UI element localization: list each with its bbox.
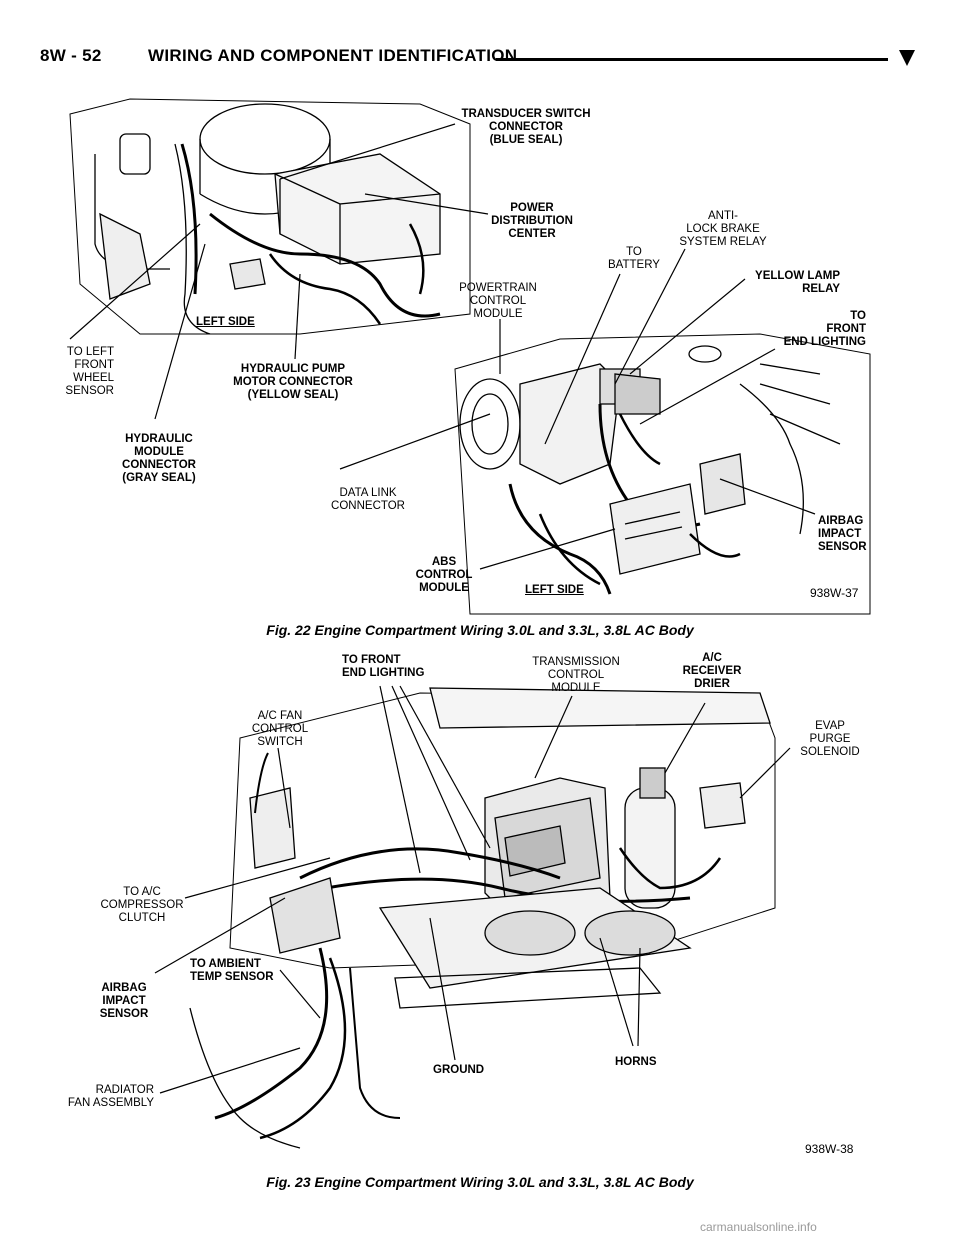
label-ac-fan-control-switch: A/C FAN CONTROL SWITCH [251,710,309,748]
label-left-side-upper: LEFT SIDE [196,316,255,328]
label-transmission-control-module: TRANSMISSION CONTROL MODULE [532,656,620,694]
label-airbag-impact-sensor: AIRBAG IMPACT SENSOR [818,515,867,553]
label-to-left-front-wheel-sensor: TO LEFT FRONT WHEEL SENSOR [65,346,114,397]
label-horns: HORNS [615,1056,657,1068]
page-number: 8W - 52 [40,46,102,65]
label-to-ambient-temp-sensor: TO AMBIENT TEMP SENSOR [190,958,274,983]
figure-23-illustration [154,685,791,1149]
figure-22-illustration [69,98,871,615]
label-powertrain-control-module: POWERTRAIN CONTROL MODULE [459,282,537,320]
label-to-battery: TO BATTERY [608,246,660,271]
figure-23: TO FRONT END LIGHTING TRANSMISSION CONTR… [0,648,960,1168]
watermark: carmanualsonline.info [700,1220,817,1234]
label-anti-lock-brake-relay: ANTI- LOCK BRAKE SYSTEM RELAY [679,210,767,248]
figure-23-caption: Fig. 23 Engine Compartment Wiring 3.0L a… [266,1174,694,1190]
triangle-down-icon [899,50,915,66]
label-airbag-impact-sensor-23: AIRBAG IMPACT SENSOR [99,982,149,1020]
label-to-front-end-lighting: TO FRONT END LIGHTING [783,310,866,348]
label-to-front-end-lighting-23: TO FRONT END LIGHTING [342,654,425,679]
label-power-distribution-center: POWER DISTRIBUTION CENTER [491,202,573,240]
label-hydraulic-module-connector: HYDRAULIC MODULE CONNECTOR (GRAY SEAL) [122,433,196,484]
figure-22: TRANSDUCER SWITCH CONNECTOR (BLUE SEAL) … [0,84,960,624]
label-radiator-fan-assembly: RADIATOR FAN ASSEMBLY [67,1084,154,1109]
label-left-side-lower: LEFT SIDE [525,584,584,596]
figure-23-code: 938W-38 [805,1142,854,1156]
label-to-ac-compressor-clutch: TO A/C COMPRESSOR CLUTCH [100,886,184,924]
figure-22-code: 938W-37 [810,586,859,600]
label-hydraulic-pump-motor-connector: HYDRAULIC PUMP MOTOR CONNECTOR (YELLOW S… [233,363,353,401]
section-title: WIRING AND COMPONENT IDENTIFICATION [148,46,518,65]
label-ac-receiver-drier: A/C RECEIVER DRIER [682,652,742,690]
label-abs-control-module: ABS CONTROL MODULE [415,556,473,594]
figure-22-caption: Fig. 22 Engine Compartment Wiring 3.0L a… [266,622,694,638]
header-rule [496,58,888,61]
label-ground: GROUND [433,1064,485,1076]
label-data-link-connector: DATA LINK CONNECTOR [331,487,405,512]
label-yellow-lamp-relay: YELLOW LAMP RELAY [755,270,840,295]
label-transducer-switch-connector: TRANSDUCER SWITCH CONNECTOR (BLUE SEAL) [461,108,591,146]
label-evap-purge-solenoid: EVAP PURGE SOLENOID [800,720,860,758]
page-header: 8W - 52 WIRING AND COMPONENT IDENTIFICAT… [40,44,920,74]
